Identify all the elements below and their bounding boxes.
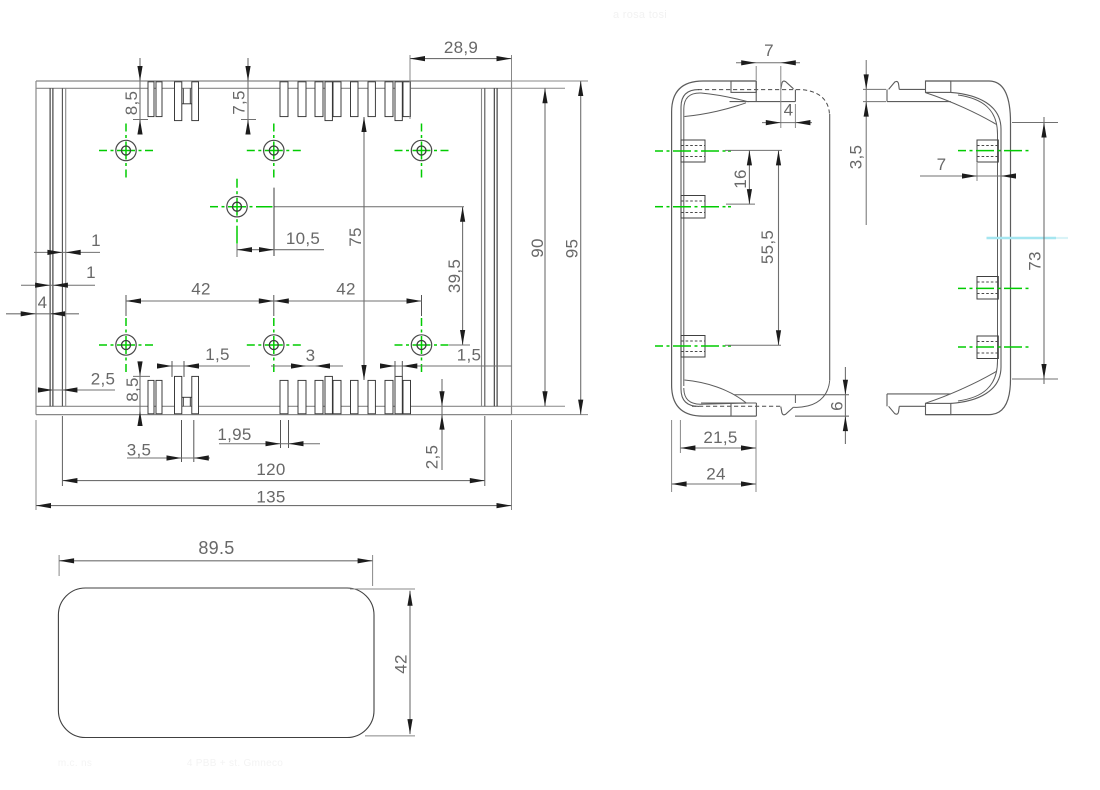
svg-text:7,5: 7,5 (230, 90, 249, 115)
svg-text:42: 42 (392, 654, 411, 674)
svg-text:3,5: 3,5 (127, 440, 152, 459)
svg-text:42: 42 (336, 279, 356, 298)
svg-text:4 PBB + st. Gmneco: 4 PBB + st. Gmneco (187, 758, 283, 769)
svg-text:42: 42 (191, 279, 211, 298)
svg-text:39,5: 39,5 (445, 259, 464, 293)
svg-text:10,5: 10,5 (286, 229, 320, 248)
svg-text:6: 6 (828, 401, 847, 411)
svg-text:16: 16 (731, 169, 750, 189)
svg-text:2,5: 2,5 (91, 369, 116, 388)
svg-text:4: 4 (38, 293, 48, 312)
svg-text:75: 75 (346, 227, 365, 247)
svg-text:21,5: 21,5 (703, 428, 737, 447)
svg-text:m.c. ns: m.c. ns (58, 758, 92, 769)
svg-text:120: 120 (256, 460, 285, 479)
svg-text:3: 3 (306, 346, 316, 365)
svg-text:1,5: 1,5 (205, 345, 230, 364)
svg-text:90: 90 (528, 238, 547, 258)
svg-text:a rosa tosi: a rosa tosi (613, 9, 667, 21)
svg-text:8,5: 8,5 (123, 377, 142, 402)
svg-text:135: 135 (256, 487, 285, 506)
svg-text:1: 1 (86, 263, 96, 282)
svg-text:1: 1 (91, 231, 101, 250)
svg-text:4: 4 (784, 100, 794, 119)
svg-text:1,95: 1,95 (217, 425, 251, 444)
svg-text:8,5: 8,5 (122, 91, 141, 116)
svg-text:24: 24 (706, 464, 726, 483)
svg-text:2,5: 2,5 (423, 445, 442, 470)
svg-text:89.5: 89.5 (198, 538, 234, 558)
svg-text:3,5: 3,5 (847, 145, 866, 170)
svg-text:55,5: 55,5 (758, 230, 777, 264)
svg-text:1,5: 1,5 (457, 345, 482, 364)
svg-text:7: 7 (937, 155, 947, 174)
svg-text:28,9: 28,9 (444, 38, 478, 57)
svg-text:7: 7 (764, 41, 774, 60)
svg-text:73: 73 (1026, 251, 1045, 271)
svg-text:95: 95 (563, 239, 582, 259)
